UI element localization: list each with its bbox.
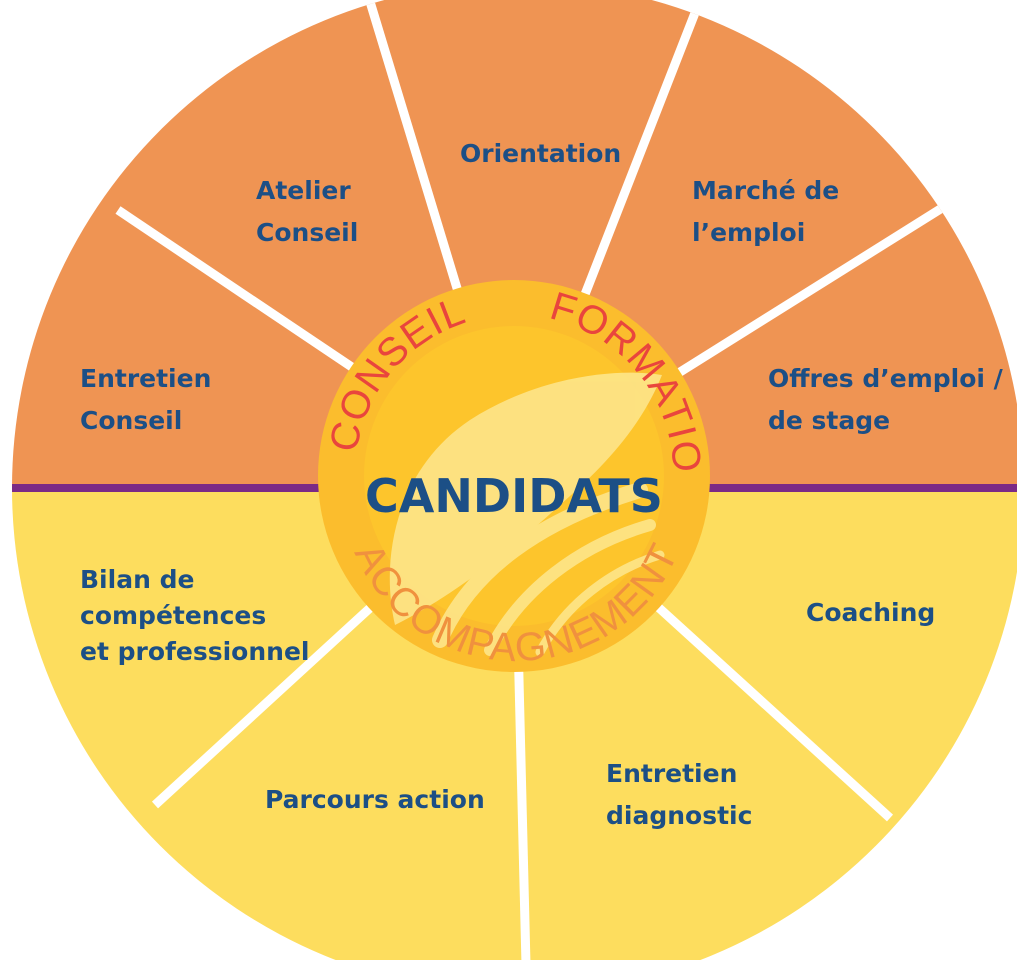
swoosh-leaf xyxy=(389,372,662,625)
label-line: de stage xyxy=(768,406,890,435)
swoosh-stroke xyxy=(484,519,656,656)
segment-label-marche-emploi: Marché de l’emploi xyxy=(692,176,848,247)
segment-label-bilan: Bilan de compétences et professionnel xyxy=(80,565,309,666)
label-line: Coaching xyxy=(806,598,935,627)
label-line: Bilan de xyxy=(80,565,194,594)
segment-label-offres-emploi: Offres d’emploi / de stage xyxy=(768,364,1012,435)
segment-label-entretien-conseil: Entretien Conseil xyxy=(80,364,220,435)
label-line: diagnostic xyxy=(606,801,752,830)
segment-label-coaching: Coaching xyxy=(806,598,935,627)
label-line: Offres d’emploi / xyxy=(768,364,1004,393)
segment-labels: Orientation Atelier Conseil Marché de l’… xyxy=(80,139,1012,830)
segment-label-atelier-conseil: Atelier Conseil xyxy=(256,176,359,247)
label-line: Conseil xyxy=(80,406,182,435)
segment-label-entretien-diagnostic: Entretien diagnostic xyxy=(606,759,752,830)
label-line: Orientation xyxy=(460,139,621,168)
label-line: et professionnel xyxy=(80,637,309,666)
label-line: compétences xyxy=(80,601,266,630)
label-line: Entretien xyxy=(606,759,737,788)
segment-label-orientation: Orientation xyxy=(460,139,621,168)
label-line: Atelier xyxy=(256,176,351,205)
label-line: l’emploi xyxy=(692,218,805,247)
swoosh-stroke xyxy=(535,550,665,657)
hub-swoosh-logo xyxy=(389,372,665,657)
segment-label-parcours-action: Parcours action xyxy=(265,785,485,814)
swoosh-stroke xyxy=(432,482,648,648)
label-line: Parcours action xyxy=(265,785,485,814)
label-line: Conseil xyxy=(256,218,358,247)
label-line: Entretien xyxy=(80,364,211,393)
hub-title: CANDIDATS xyxy=(365,469,663,523)
label-line: Marché de xyxy=(692,176,839,205)
